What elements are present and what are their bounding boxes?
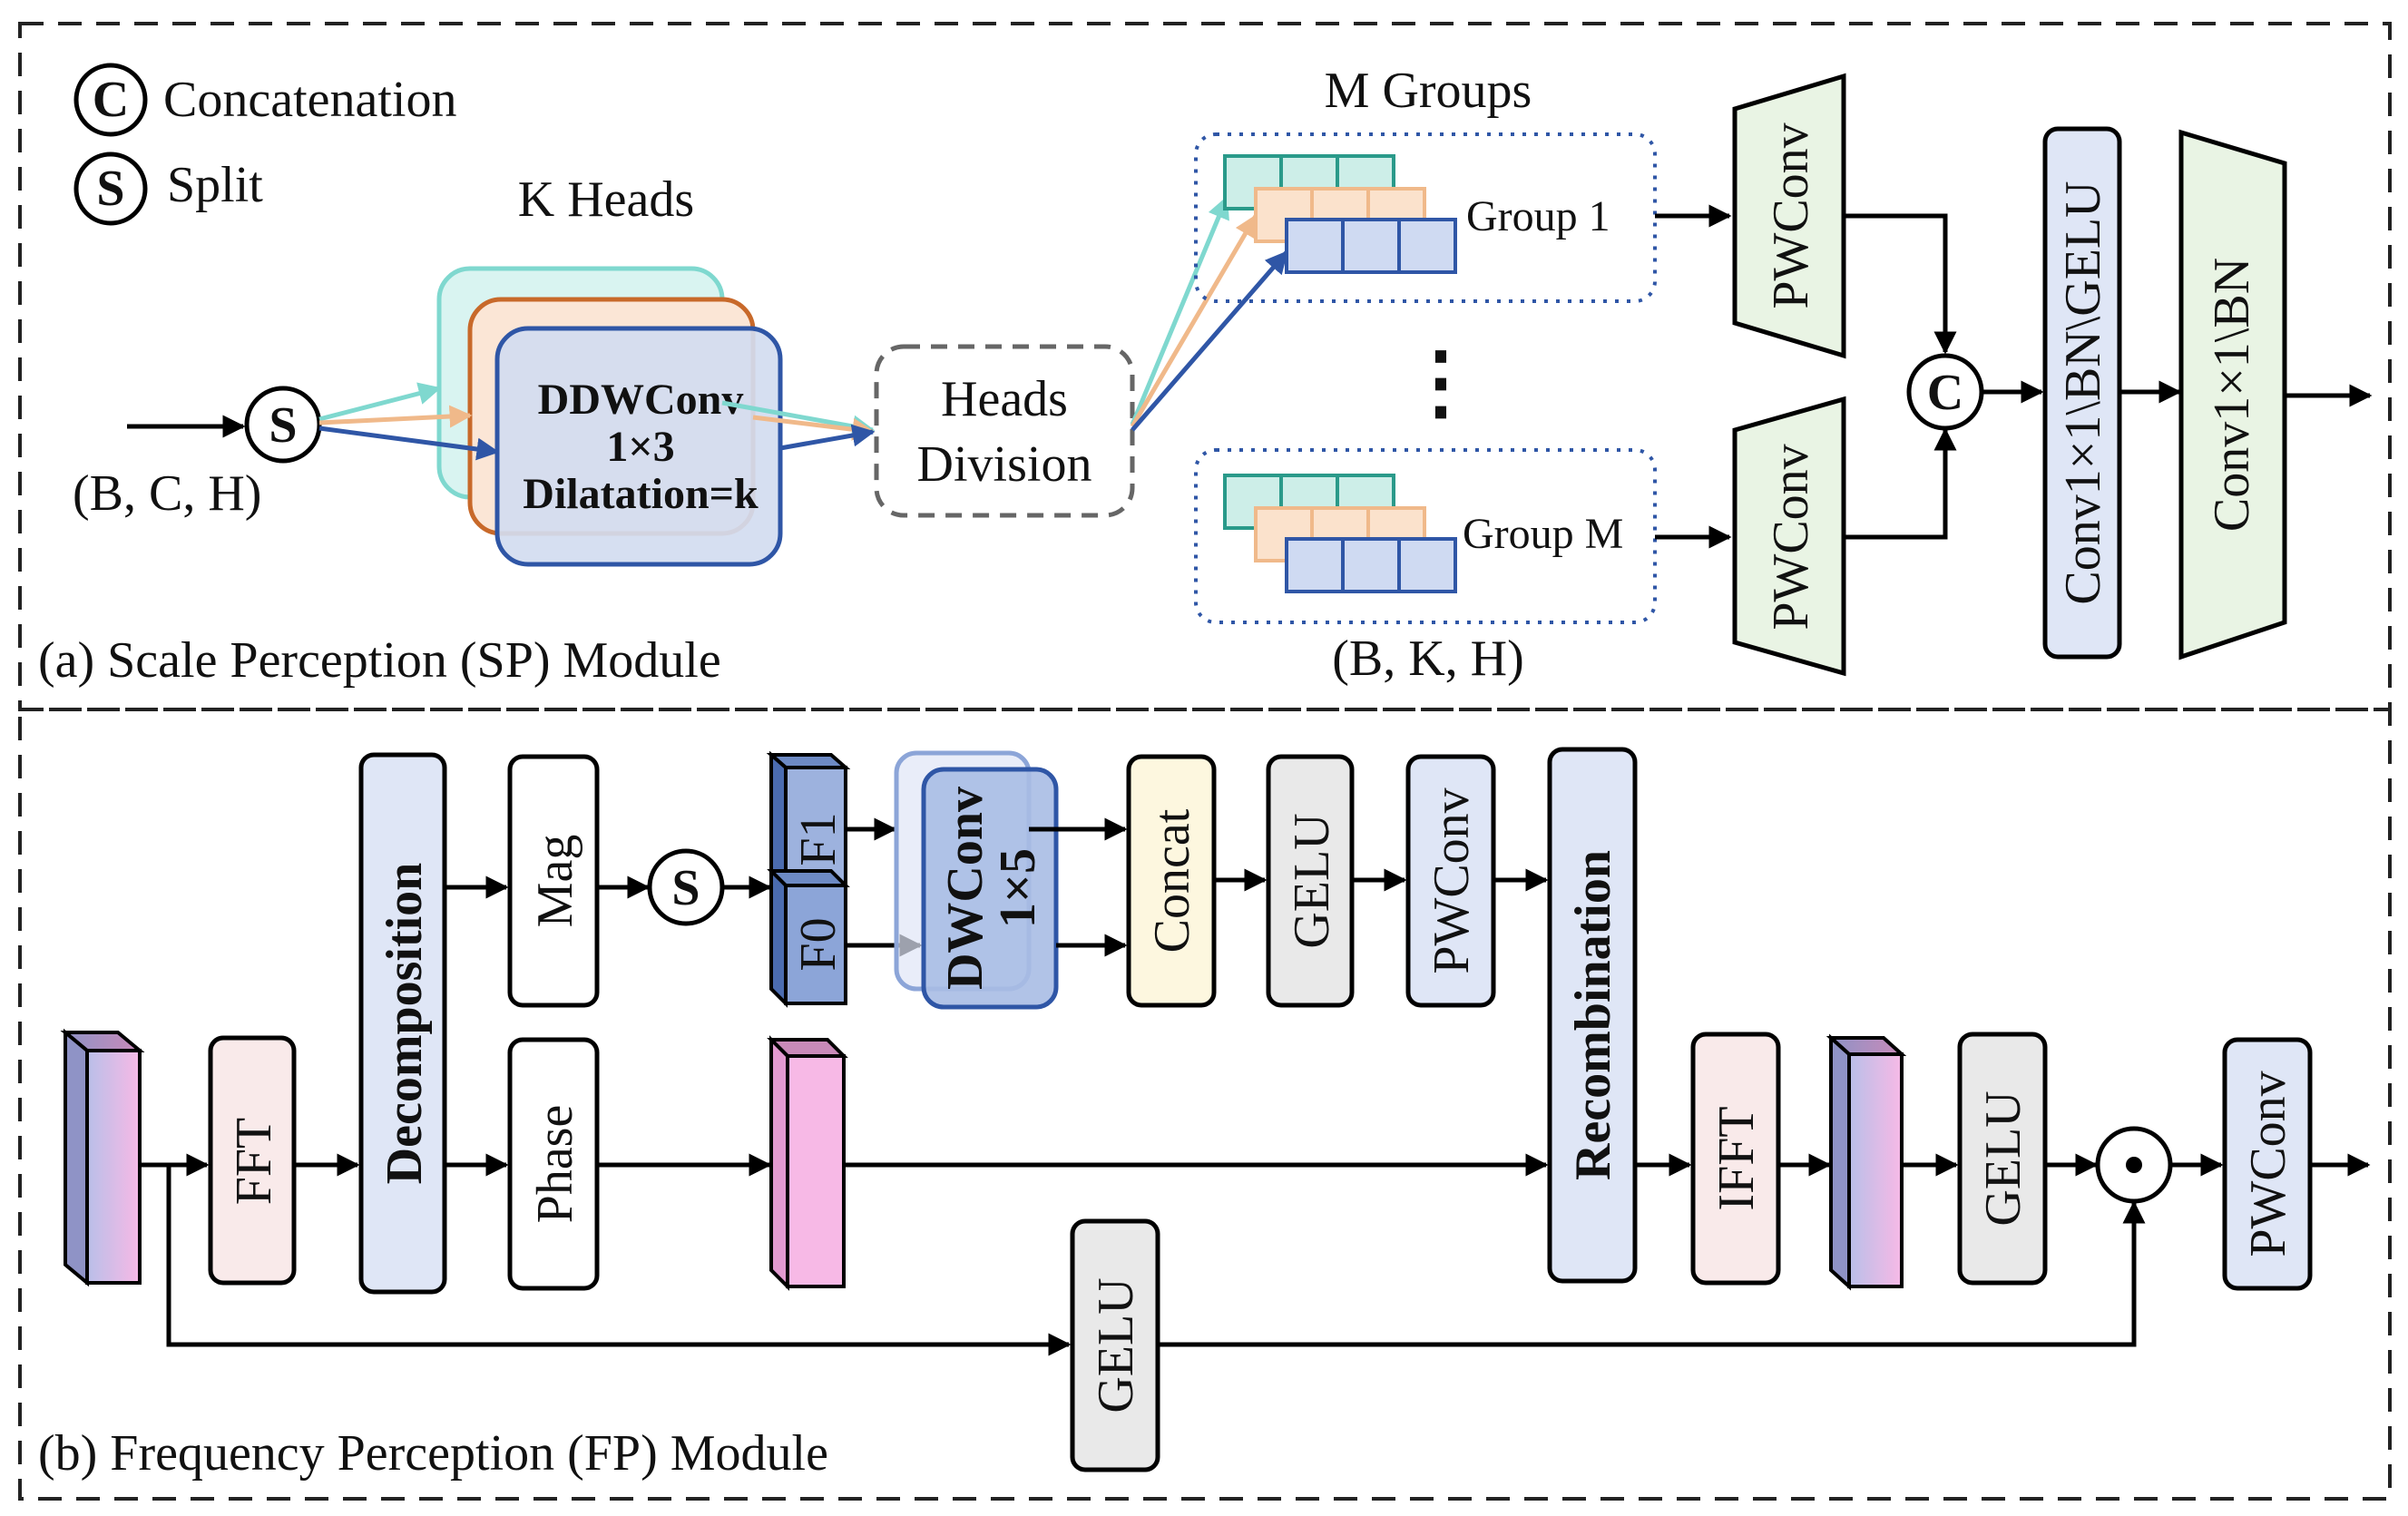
input-skip-wire xyxy=(166,1165,1072,1356)
concat-legend-label: Concatenation xyxy=(163,72,456,128)
mag-label: Mag xyxy=(527,835,583,928)
group-shape-label: (B, K, H) xyxy=(1332,631,1524,687)
division-to-group1-teal xyxy=(1130,195,1229,425)
k-heads-label: K Heads xyxy=(518,171,694,228)
fft-label: FFT xyxy=(226,1118,282,1206)
gelu-mag-label: GELU xyxy=(1284,813,1340,948)
group-1-label: Group 1 xyxy=(1466,192,1610,240)
ddwconv-label: DDWConv xyxy=(538,376,744,424)
decomposition-label: Decomposition xyxy=(377,863,433,1185)
recombination-block xyxy=(1547,747,1638,1284)
pwconv-top-block xyxy=(1732,73,1846,359)
teal-to-division-arrow xyxy=(721,400,876,438)
dwconv-label: DWConv xyxy=(937,787,994,990)
gelu-skip-label: GELU xyxy=(1088,1277,1144,1413)
split-to-orange-arrow xyxy=(318,405,473,428)
conv-bn-label: Conv1×1\BN xyxy=(2204,258,2260,532)
groups-ellipsis: ⋮ xyxy=(1400,338,1482,428)
ddwconv-dilation: Dilatation=k xyxy=(523,470,759,518)
gelu-out-label: GELU xyxy=(1975,1091,2031,1226)
ifft-block xyxy=(1690,1032,1781,1286)
group-1-tensors xyxy=(1223,154,1457,274)
heads-division-box xyxy=(874,344,1135,518)
decomposition-block xyxy=(358,752,447,1295)
heads-division-line2: Division xyxy=(917,436,1092,493)
pwconv-bottom-block xyxy=(1732,396,1846,677)
dwconv-kernel-label: 1×5 xyxy=(990,848,1046,928)
pwconv-top-label: PWConv xyxy=(1763,122,1819,308)
f0-label: F0 xyxy=(790,917,847,971)
m-groups-label: M Groups xyxy=(1325,63,1532,119)
concat-label: Concat xyxy=(1144,808,1200,953)
gelu-block-out xyxy=(1957,1032,2048,1286)
sp-module: (B, C, H) C S K Heads DDWConv 1×3 Dilata… xyxy=(38,63,2373,689)
dwconv-front-block xyxy=(921,767,1059,1010)
group-m-tensors xyxy=(1223,474,1457,593)
sp-split-symbol-s: S xyxy=(269,397,297,454)
fp-module: FFT Decomposition Mag Phase S F1 F0 xyxy=(38,747,2371,1482)
pwconv-mag-label: PWConv xyxy=(1424,787,1480,973)
concat-legend-symbol: C xyxy=(93,72,129,128)
split-legend-icon xyxy=(73,152,148,226)
sp-caption: (a) Scale Perception (SP) Module xyxy=(38,632,721,689)
phase-label: Phase xyxy=(527,1105,583,1224)
pwconv-top-to-concat-wire xyxy=(1844,213,1957,355)
conv-bn-gelu-label: Conv1×1\BN\GELU xyxy=(2055,181,2111,604)
conv-bn-block xyxy=(2178,129,2287,660)
f0-tensor xyxy=(767,866,850,1008)
recombination-label: Recombination xyxy=(1565,850,1621,1180)
fft-block xyxy=(208,1035,297,1286)
group-1-box xyxy=(1194,132,1657,303)
blue-to-division-arrow xyxy=(779,424,876,451)
split-to-teal-arrow xyxy=(318,382,442,422)
group-m-label: Group M xyxy=(1463,510,1623,558)
ddwconv-kernel: 1×3 xyxy=(606,423,674,471)
split-to-blue-arrow xyxy=(318,425,500,461)
f1-label: F1 xyxy=(790,812,847,866)
skip-to-multiply-wire xyxy=(1158,1200,2146,1347)
fp-caption: (b) Frequency Perception (FP) Module xyxy=(38,1425,828,1482)
pwconv-bottom-label: PWConv xyxy=(1763,444,1819,630)
pwconv-out-label: PWConv xyxy=(2240,1071,2296,1257)
phase-tensor xyxy=(767,1035,848,1291)
mag-block xyxy=(507,754,600,1008)
sp-input-shape: (B, C, H) xyxy=(73,465,261,522)
ifft-label: IFFT xyxy=(1708,1106,1765,1210)
division-to-group1-orange xyxy=(1130,213,1258,428)
division-to-group1-blue xyxy=(1131,250,1288,432)
heads-division-line1: Heads xyxy=(941,371,1068,427)
sp-split-node xyxy=(244,386,322,464)
pwconv-bottom-to-concat-wire xyxy=(1844,427,1957,540)
legend: C Concatenation S Split xyxy=(73,63,456,226)
multiply-dot xyxy=(2126,1157,2142,1173)
concat-legend-icon xyxy=(73,63,148,137)
split-legend-label: Split xyxy=(167,157,263,213)
fp-input-tensor xyxy=(60,1028,145,1287)
split-legend-symbol: S xyxy=(96,161,124,217)
sp-concat-symbol: C xyxy=(1927,365,1963,421)
fp-panel-border xyxy=(18,708,2392,1501)
fp-split-symbol: S xyxy=(671,860,700,916)
ifft-output-tensor xyxy=(1826,1033,1907,1291)
